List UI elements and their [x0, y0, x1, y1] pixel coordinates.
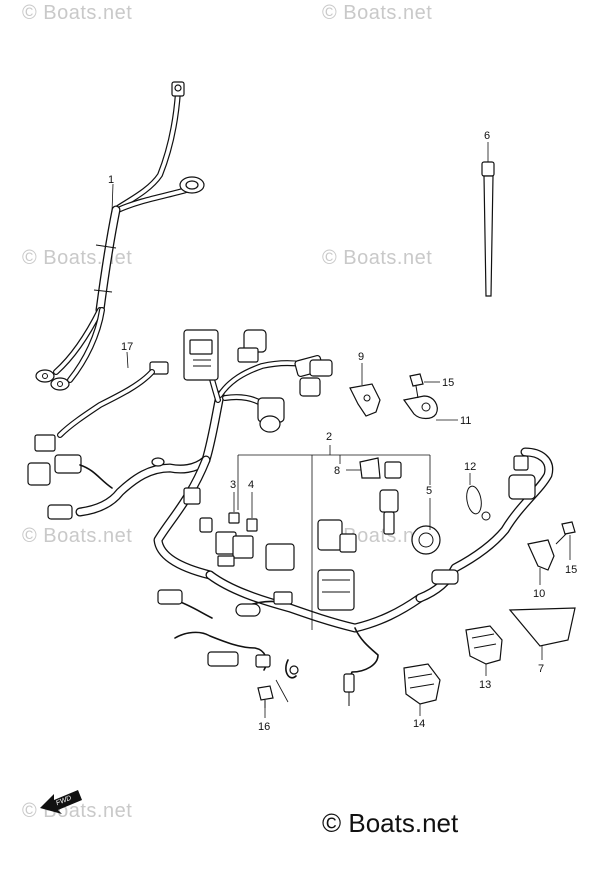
- cable-tie-part-6: [481, 142, 495, 297]
- battery-cable-part-1: [35, 81, 205, 391]
- clamp-part-11: [402, 395, 458, 421]
- callout-16: 16: [258, 721, 270, 733]
- bracket-part-9: [349, 363, 381, 417]
- callout-10: 10: [533, 588, 545, 600]
- callout-14: 14: [413, 718, 425, 730]
- footer-brand: © Boats.net: [322, 808, 459, 838]
- screw-part-16: [257, 679, 289, 718]
- band-part-12: [466, 473, 491, 521]
- callout-5: 5: [426, 485, 432, 497]
- callout-7: 7: [538, 663, 544, 675]
- main-harness-part-2: [75, 329, 554, 706]
- holder-part-13: [465, 625, 503, 676]
- callout-6: 6: [484, 130, 490, 142]
- callout-15-upper: 15: [442, 377, 454, 389]
- callout-2: 2: [326, 431, 332, 443]
- fwd-arrow-icon: FWD: [40, 790, 82, 814]
- holder-part-14: [403, 663, 441, 716]
- callout-17: 17: [121, 341, 133, 353]
- sheet-part-7: [508, 607, 576, 660]
- clip-part-10: [527, 539, 555, 585]
- grommet-part-8: [346, 457, 402, 479]
- callout-8: 8: [334, 465, 340, 477]
- callout-3: 3: [230, 479, 236, 491]
- callout-4: 4: [248, 479, 254, 491]
- callout-11: 11: [460, 415, 471, 427]
- part-2-leader-bracket: [237, 445, 431, 630]
- callout-12: 12: [464, 461, 476, 473]
- callout-1: 1: [108, 174, 114, 186]
- bolt-part-15-upper: [409, 373, 440, 399]
- fuse-parts-3-4: [228, 492, 258, 532]
- watermark-top-right: © Boats.net: [322, 2, 433, 24]
- bolt-part-15-lower: [555, 521, 576, 560]
- callout-9: 9: [358, 351, 364, 363]
- watermark-lower-left: © Boats.net: [22, 525, 133, 547]
- sub-harness-part-17: [27, 351, 169, 520]
- callout-15-lower: 15: [565, 564, 577, 576]
- watermark-top-left: © Boats.net: [22, 2, 133, 24]
- callout-13: 13: [479, 679, 491, 691]
- watermark-mid-right: © Boats.net: [322, 247, 433, 269]
